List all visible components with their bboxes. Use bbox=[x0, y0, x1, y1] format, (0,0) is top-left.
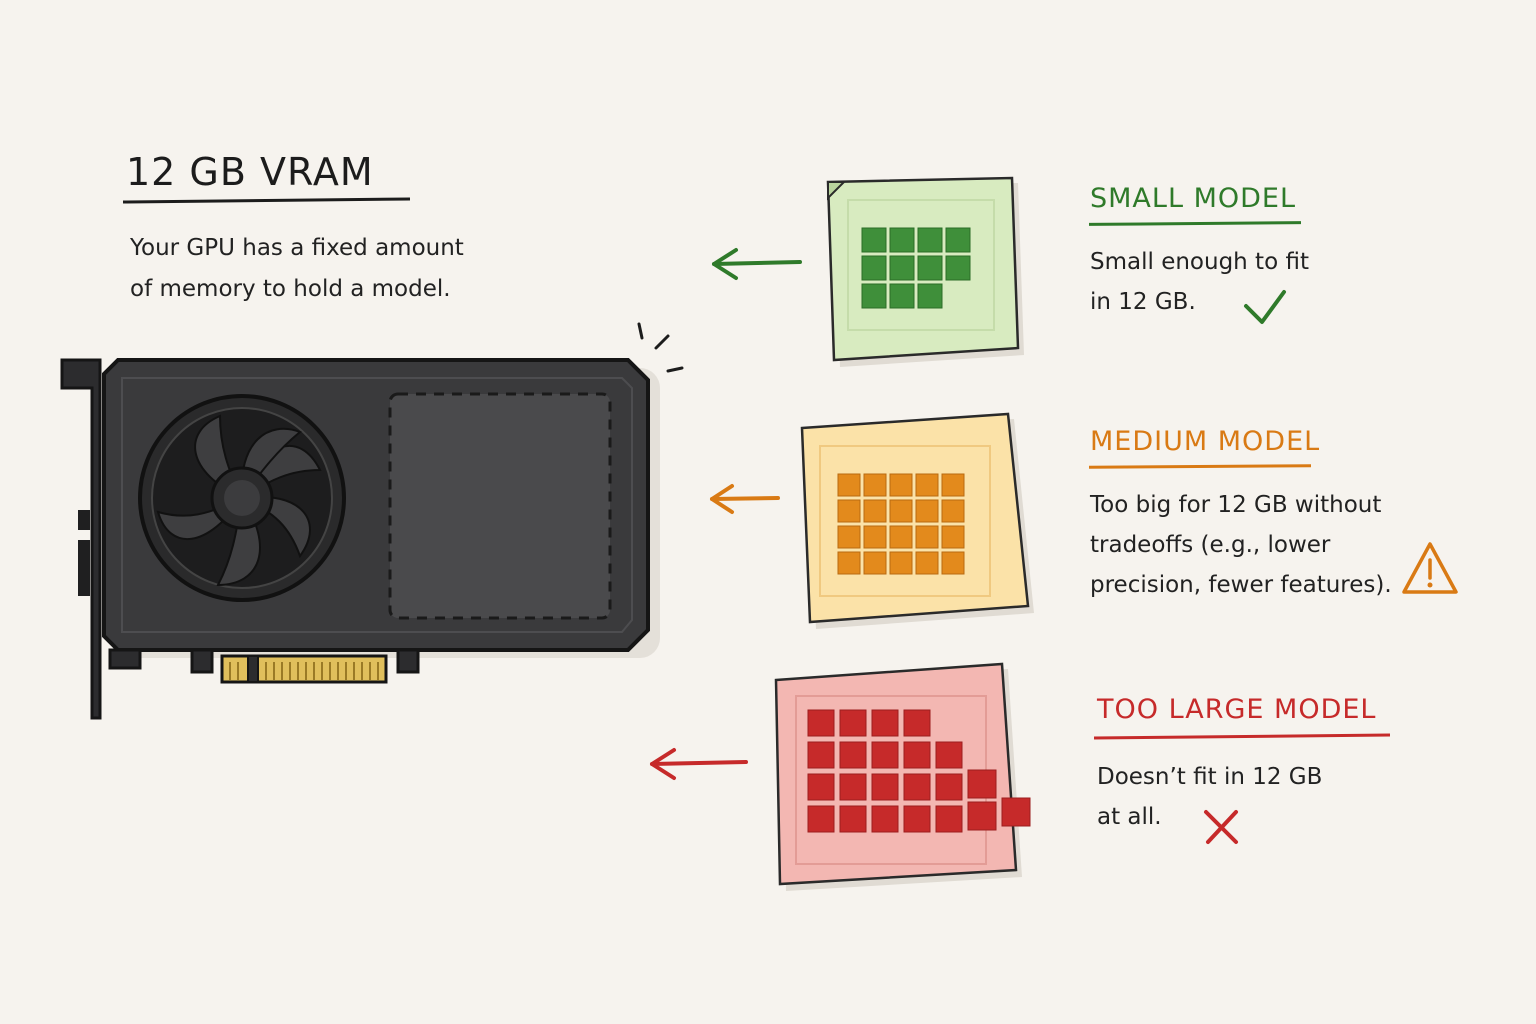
small-model-note bbox=[826, 176, 1024, 367]
small-model-blocks bbox=[861, 227, 971, 309]
medium-model-line-3: precision, fewer features). bbox=[1090, 572, 1392, 598]
large-arrow bbox=[650, 748, 748, 780]
large-model-note bbox=[774, 662, 1031, 891]
medium-model-blocks bbox=[837, 473, 965, 575]
vram-description-line-2: of memory to hold a model. bbox=[130, 276, 451, 302]
small-model-line-1: Small enough to fit bbox=[1090, 249, 1309, 275]
gpu-fan bbox=[138, 394, 346, 602]
check-icon bbox=[1244, 290, 1286, 324]
vram-description-line-1: Your GPU has a fixed amount bbox=[130, 235, 464, 261]
medium-model-line-1: Too big for 12 GB without bbox=[1090, 492, 1382, 518]
vram-title: 12 GB VRAM bbox=[126, 150, 374, 194]
large-model-line-2: at all. bbox=[1097, 804, 1162, 830]
medium-model-title: MEDIUM MODEL bbox=[1090, 426, 1321, 457]
gpu-card bbox=[60, 322, 684, 720]
small-model-description: Small enough to fit in 12 GB. bbox=[1090, 242, 1370, 322]
small-arrow bbox=[712, 248, 802, 280]
medium-model-line-2: tradeoffs (e.g., lower bbox=[1090, 532, 1331, 558]
large-model-blocks bbox=[807, 709, 1031, 833]
vram-description: Your GPU has a fixed amount of memory to… bbox=[130, 228, 550, 310]
memory-area bbox=[388, 392, 612, 620]
sparkle-marks bbox=[637, 322, 684, 373]
large-model-line-1: Doesn’t fit in 12 GB bbox=[1097, 764, 1323, 790]
bracket-port bbox=[78, 540, 90, 596]
bracket-notch bbox=[78, 510, 90, 530]
medium-model-note bbox=[800, 412, 1034, 629]
cross-icon bbox=[1204, 810, 1238, 844]
large-model-title: TOO LARGE MODEL bbox=[1097, 694, 1377, 725]
large-model-description: Doesn’t fit in 12 GB at all. bbox=[1097, 757, 1377, 837]
medium-arrow bbox=[710, 484, 780, 514]
warning-icon bbox=[1402, 542, 1458, 594]
pcie-connector bbox=[220, 654, 388, 684]
medium-model-description: Too big for 12 GB without tradeoffs (e.g… bbox=[1090, 485, 1400, 605]
small-model-title: SMALL MODEL bbox=[1090, 183, 1297, 214]
io-bracket bbox=[60, 358, 102, 720]
small-model-line-2: in 12 GB. bbox=[1090, 289, 1196, 315]
